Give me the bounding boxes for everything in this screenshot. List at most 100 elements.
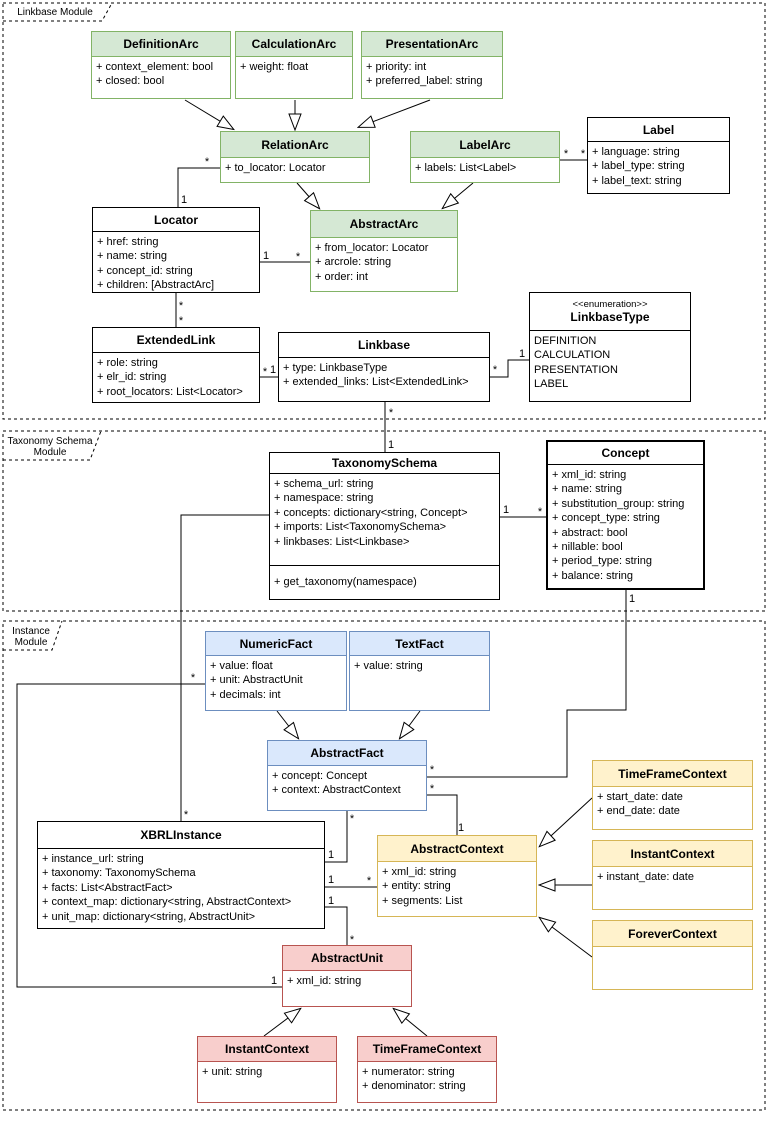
class-attributes [593, 947, 752, 953]
class-definition-arc[interactable]: DefinitionArc + context_element: bool + … [91, 31, 231, 99]
class-attributes: + instant_date: date [593, 867, 752, 887]
attribute: + instance_url: string [42, 853, 144, 865]
class-attributes: + unit: string [198, 1062, 336, 1082]
enum-value: LABEL [534, 378, 569, 391]
class-instant-context[interactable]: InstantContext + instant_date: date [592, 840, 753, 910]
class-title: AbstractArc [311, 211, 457, 238]
attribute: + unit: string [202, 1066, 263, 1078]
attribute: + period_type: string [552, 555, 652, 568]
class-timeframe-context-unit[interactable]: TimeFrameContext + numerator: string + d… [357, 1036, 497, 1103]
class-title: NumericFact [206, 632, 346, 656]
class-presentation-arc[interactable]: PresentationArc + priority: int + prefer… [361, 31, 503, 99]
module-label: Taxonomy Schema [7, 436, 92, 447]
enum-linkbase-type[interactable]: <<enumeration>> LinkbaseType DEFINITION … [529, 292, 691, 402]
class-title: Label [588, 118, 729, 142]
class-attributes: + value: float + unit: AbstractUnit + de… [206, 656, 346, 705]
multiplicity: * [430, 783, 435, 795]
multiplicity: * [564, 148, 569, 160]
generalization-edge [540, 918, 593, 958]
association-edge [16, 683, 282, 988]
attribute: + name: string [552, 483, 623, 496]
class-numeric-fact[interactable]: NumericFact + value: float + unit: Abstr… [205, 631, 347, 711]
class-title: CalculationArc [236, 32, 352, 57]
class-xbrl-instance[interactable]: XBRLInstance + instance_url: string + ta… [37, 821, 325, 929]
attribute: + abstract: bool [552, 526, 628, 539]
attribute: + unit: AbstractUnit [210, 674, 303, 687]
taxonomy-schema-module-frame [2, 430, 766, 612]
attribute: + imports: List<TaxonomySchema> [274, 521, 447, 534]
class-label-arc[interactable]: LabelArc + labels: List<Label> [410, 131, 560, 183]
generalization-edge [359, 99, 431, 127]
attribute: + concept: Concept [272, 770, 368, 782]
module-label: Module [34, 447, 67, 458]
attribute: + linkbases: List<Linkbase> [274, 535, 410, 548]
class-attributes: + priority: int + preferred_label: strin… [362, 57, 502, 92]
class-attributes: + instance_url: string + taxonomy: Taxon… [38, 849, 324, 927]
class-abstract-unit[interactable]: AbstractUnit + xml_id: string [282, 945, 412, 1007]
class-title: LabelArc [411, 132, 559, 158]
class-attributes: + weight: float [236, 57, 352, 77]
attribute: + start_date: date [597, 791, 683, 803]
class-taxonomy-schema[interactable]: TaxonomySchema + schema_url: string + na… [269, 452, 500, 600]
attribute: + elr_id: string [97, 371, 167, 384]
class-timeframe-context[interactable]: TimeFrameContext + start_date: date + en… [592, 760, 753, 830]
linkbase-module-frame [2, 2, 766, 420]
class-title: RelationArc [221, 132, 369, 158]
class-title: Linkbase [279, 333, 489, 358]
enum-value: PRESENTATION [534, 363, 618, 376]
class-abstract-context[interactable]: AbstractContext + xml_id: string + entit… [377, 835, 537, 917]
class-extended-link[interactable]: ExtendedLink + role: string + elr_id: st… [92, 327, 260, 403]
class-title: Concept [548, 442, 703, 465]
class-methods: + get_taxonomy(namespace) [270, 566, 499, 592]
class-locator[interactable]: Locator + href: string + name: string + … [92, 207, 260, 293]
attribute: + label_text: string [592, 174, 682, 187]
association-edge [180, 514, 269, 821]
multiplicity: * [389, 407, 394, 419]
attribute: + weight: float [240, 61, 309, 73]
class-title: DefinitionArc [92, 32, 230, 57]
multiplicity: * [430, 764, 435, 776]
class-instant-context-unit[interactable]: InstantContext + unit: string [197, 1036, 337, 1103]
attribute: + concept_id: string [97, 264, 193, 277]
multiplicity: * [581, 148, 586, 160]
class-title: XBRLInstance [38, 822, 324, 849]
class-title: TextFact [350, 632, 489, 656]
multiplicity: 1 [270, 364, 276, 376]
class-abstract-arc[interactable]: AbstractArc + from_locator: Locator + ar… [310, 210, 458, 292]
class-calculation-arc[interactable]: CalculationArc + weight: float [235, 31, 353, 99]
module-label: Module [15, 637, 48, 648]
multiplicity: * [367, 875, 372, 887]
class-attributes: + type: LinkbaseType + extended_links: L… [279, 358, 489, 393]
class-forever-context[interactable]: ForeverContext [592, 920, 753, 990]
class-relation-arc[interactable]: RelationArc + to_locator: Locator [220, 131, 370, 183]
module-label: Instance [12, 626, 50, 637]
class-title: Locator [93, 208, 259, 232]
class-attributes: + role: string + elr_id: string + root_l… [93, 353, 259, 402]
class-attributes: + numerator: string + denominator: strin… [358, 1062, 496, 1097]
attribute: + namespace: string [274, 492, 374, 505]
enum-values: DEFINITION CALCULATION PRESENTATION LABE… [530, 331, 690, 395]
class-abstract-fact[interactable]: AbstractFact + concept: Concept + contex… [267, 740, 427, 811]
attribute: + to_locator: Locator [225, 162, 326, 174]
association-edge [325, 906, 348, 945]
multiplicity: * [350, 813, 355, 825]
multiplicity: * [179, 300, 184, 312]
attribute: + closed: bool [96, 75, 165, 88]
multiplicity: 1 [388, 439, 394, 451]
association-edge [177, 167, 220, 207]
multiplicity: 1 [629, 593, 635, 605]
attribute: + entity: string [382, 880, 451, 893]
class-label[interactable]: Label + language: string + label_type: s… [587, 117, 730, 194]
multiplicity: 1 [271, 975, 277, 987]
class-attributes: + schema_url: string + namespace: string… [270, 474, 499, 566]
class-title: LinkbaseType [570, 310, 650, 324]
class-concept[interactable]: Concept + xml_id: string + name: string … [546, 440, 705, 590]
class-linkbase[interactable]: Linkbase + type: LinkbaseType + extended… [278, 332, 490, 402]
association-edge [427, 590, 627, 778]
generalization-edge [184, 99, 233, 129]
attribute: + xml_id: string [552, 469, 627, 481]
class-text-fact[interactable]: TextFact + value: string [349, 631, 490, 711]
association-edge [490, 359, 529, 378]
attribute: + root_locators: List<Locator> [97, 385, 243, 398]
attribute: + schema_url: string [274, 478, 374, 490]
